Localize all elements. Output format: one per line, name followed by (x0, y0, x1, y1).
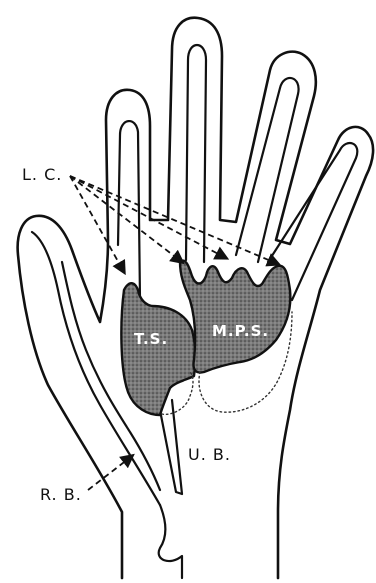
thenar-space-region (121, 283, 195, 415)
lc-arrow-ring (70, 176, 278, 264)
ring-finger-sheath (236, 78, 299, 262)
rb-arrow (88, 456, 132, 490)
label-ts: T.S. (134, 330, 168, 348)
middle-finger-sheath (186, 45, 206, 262)
label-lc: L. C. (22, 165, 62, 184)
label-mps: M.P.S. (212, 322, 269, 340)
lc-arrow-middle (70, 176, 226, 258)
label-ub: U. B. (188, 445, 231, 464)
label-rb: R. B. (40, 485, 82, 504)
midpalmar-space-region (180, 261, 290, 373)
wrist-tendon-line (159, 505, 182, 578)
